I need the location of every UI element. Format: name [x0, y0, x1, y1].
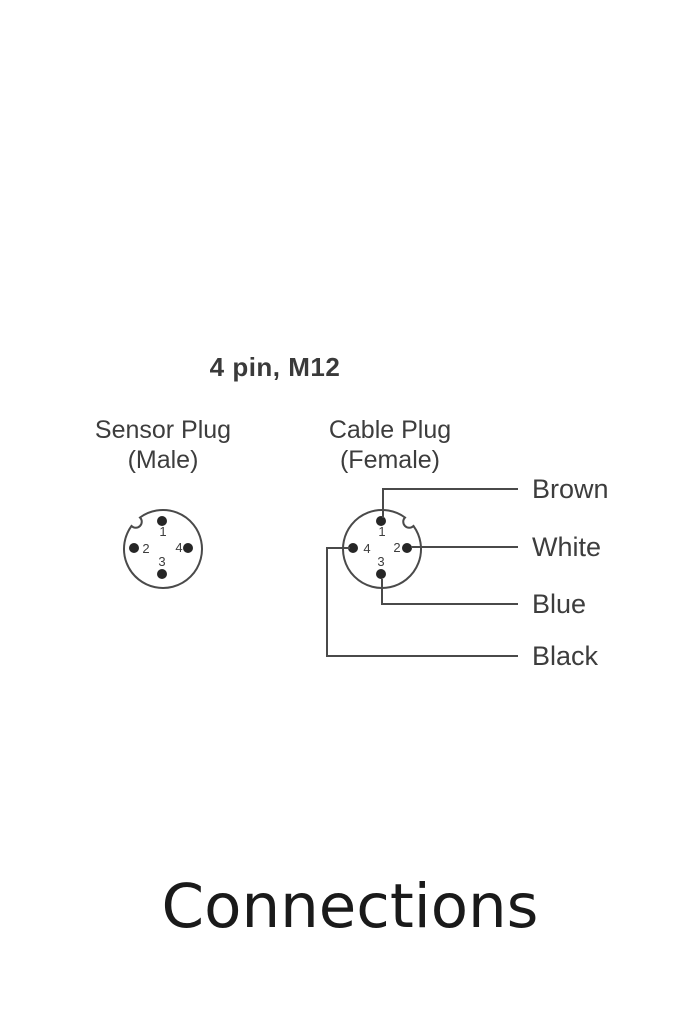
sensor-plug-name: Sensor Plug: [94, 416, 232, 444]
female-pin-2-dot: [402, 543, 412, 553]
female-pin-1-dot: [376, 516, 386, 526]
male-pin-2-dot: [129, 543, 139, 553]
wire-label-blue: Blue: [532, 589, 587, 619]
male-pin-3-dot: [157, 569, 167, 579]
female-pin-4-dot: [348, 543, 358, 553]
wire-label-white: White: [532, 532, 602, 562]
connections-caption: Connections: [161, 871, 539, 942]
male-pin-1-dot: [157, 516, 167, 526]
cable-plug-gender: (Female): [339, 446, 440, 474]
male-pin-1-number: 1: [159, 524, 166, 539]
male-pin-4-number: 4: [175, 540, 182, 555]
male-pin-2-number: 2: [142, 541, 149, 556]
wire-label-brown: Brown: [532, 474, 609, 504]
female-pin-2-number: 2: [393, 540, 400, 555]
sensor-plug-gender: (Male): [127, 446, 199, 474]
female-pin-3-dot: [376, 569, 386, 579]
female-pin-4-number: 4: [363, 541, 370, 556]
female-pin-3-number: 3: [377, 554, 384, 569]
male-connector-body-with-keyway-notch: [123, 509, 203, 589]
female-pin-1-number: 1: [378, 524, 385, 539]
diagram-title: 4 pin, M12: [209, 352, 341, 382]
male-pin-3-number: 3: [158, 554, 165, 569]
female-connector-diagram: 1 4 2 3: [342, 509, 422, 589]
cable-plug-name: Cable Plug: [328, 416, 452, 444]
cable-plug-label: Cable Plug (Female): [290, 415, 490, 475]
sensor-plug-label: Sensor Plug (Male): [63, 415, 263, 475]
male-connector-diagram: 1 2 4 3: [123, 509, 203, 589]
wire-label-black: Black: [532, 641, 599, 671]
male-pin-4-dot: [183, 543, 193, 553]
